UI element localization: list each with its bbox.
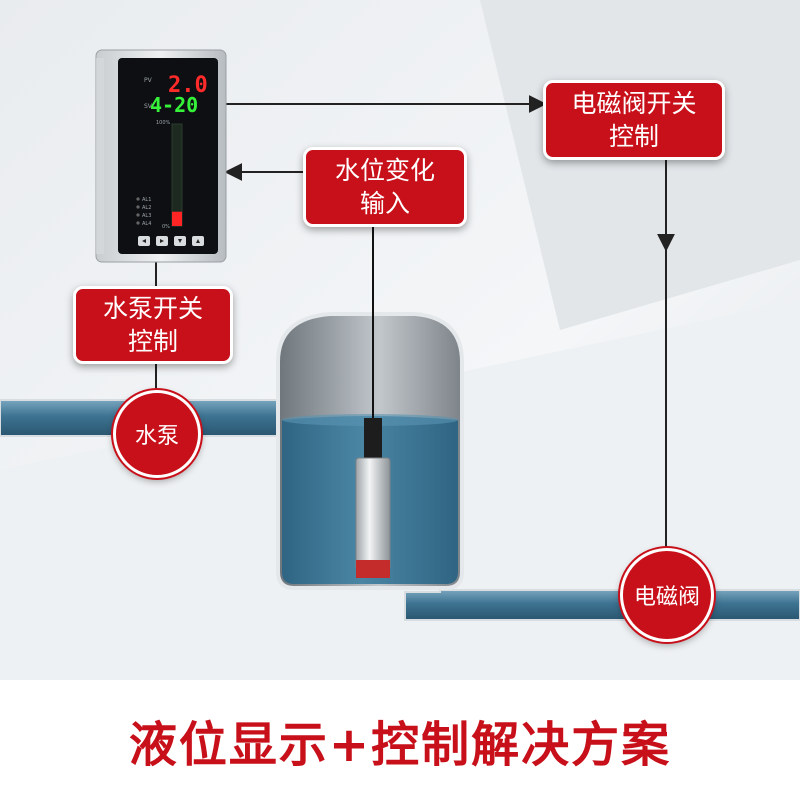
bar-bottom-label: 0% — [162, 224, 170, 230]
pump-badge: 水泵 — [113, 390, 201, 478]
level-bar-fill — [172, 211, 182, 226]
valve-control-label: 电磁阀开关 控制 — [543, 80, 725, 160]
footer-title: 液位显示+控制解决方案 — [128, 717, 672, 773]
level-input-line-1: 水位变化 — [334, 156, 435, 185]
pump-badge-text: 水泵 — [134, 424, 179, 449]
controller-buttons — [138, 236, 204, 246]
valve-badge-text: 电磁阀 — [633, 585, 700, 610]
level-sensor-probe — [355, 222, 391, 578]
outlet-pipe — [404, 589, 800, 621]
level-input-line-2: 输入 — [359, 189, 410, 218]
sv-label: SV — [144, 103, 153, 110]
alarm-label-3: AL3 — [142, 213, 151, 219]
valve-control-line-2: 控制 — [608, 122, 659, 151]
alarm-label-4: AL4 — [142, 221, 151, 227]
pump-control-label: 水泵开关 控制 — [73, 286, 233, 364]
footer: 液位显示+控制解决方案 — [0, 680, 800, 800]
valve-control-line-1: 电磁阀开关 — [571, 89, 697, 118]
alarm-label-1: AL1 — [142, 197, 151, 203]
alarm-label-2: AL2 — [142, 205, 151, 211]
sv-display: 4-20 — [150, 93, 198, 117]
pv-display: 2.0 — [168, 73, 208, 98]
alarm-indicators: AL1 AL2 AL3 AL4 — [136, 197, 151, 227]
bar-top-label: 100% — [156, 120, 171, 126]
level-bar-track — [171, 123, 183, 227]
pump-control-line-2: 控制 — [127, 327, 178, 356]
pv-label: PV — [144, 77, 153, 84]
level-input-label: 水位变化 输入 — [303, 147, 467, 227]
valve-badge: 电磁阀 — [620, 548, 714, 642]
pump-control-line-1: 水泵开关 — [102, 294, 203, 323]
level-controller: PV 2.0 SV 4-20 100% 0% AL1 AL2 AL3 AL4 — [95, 49, 227, 263]
